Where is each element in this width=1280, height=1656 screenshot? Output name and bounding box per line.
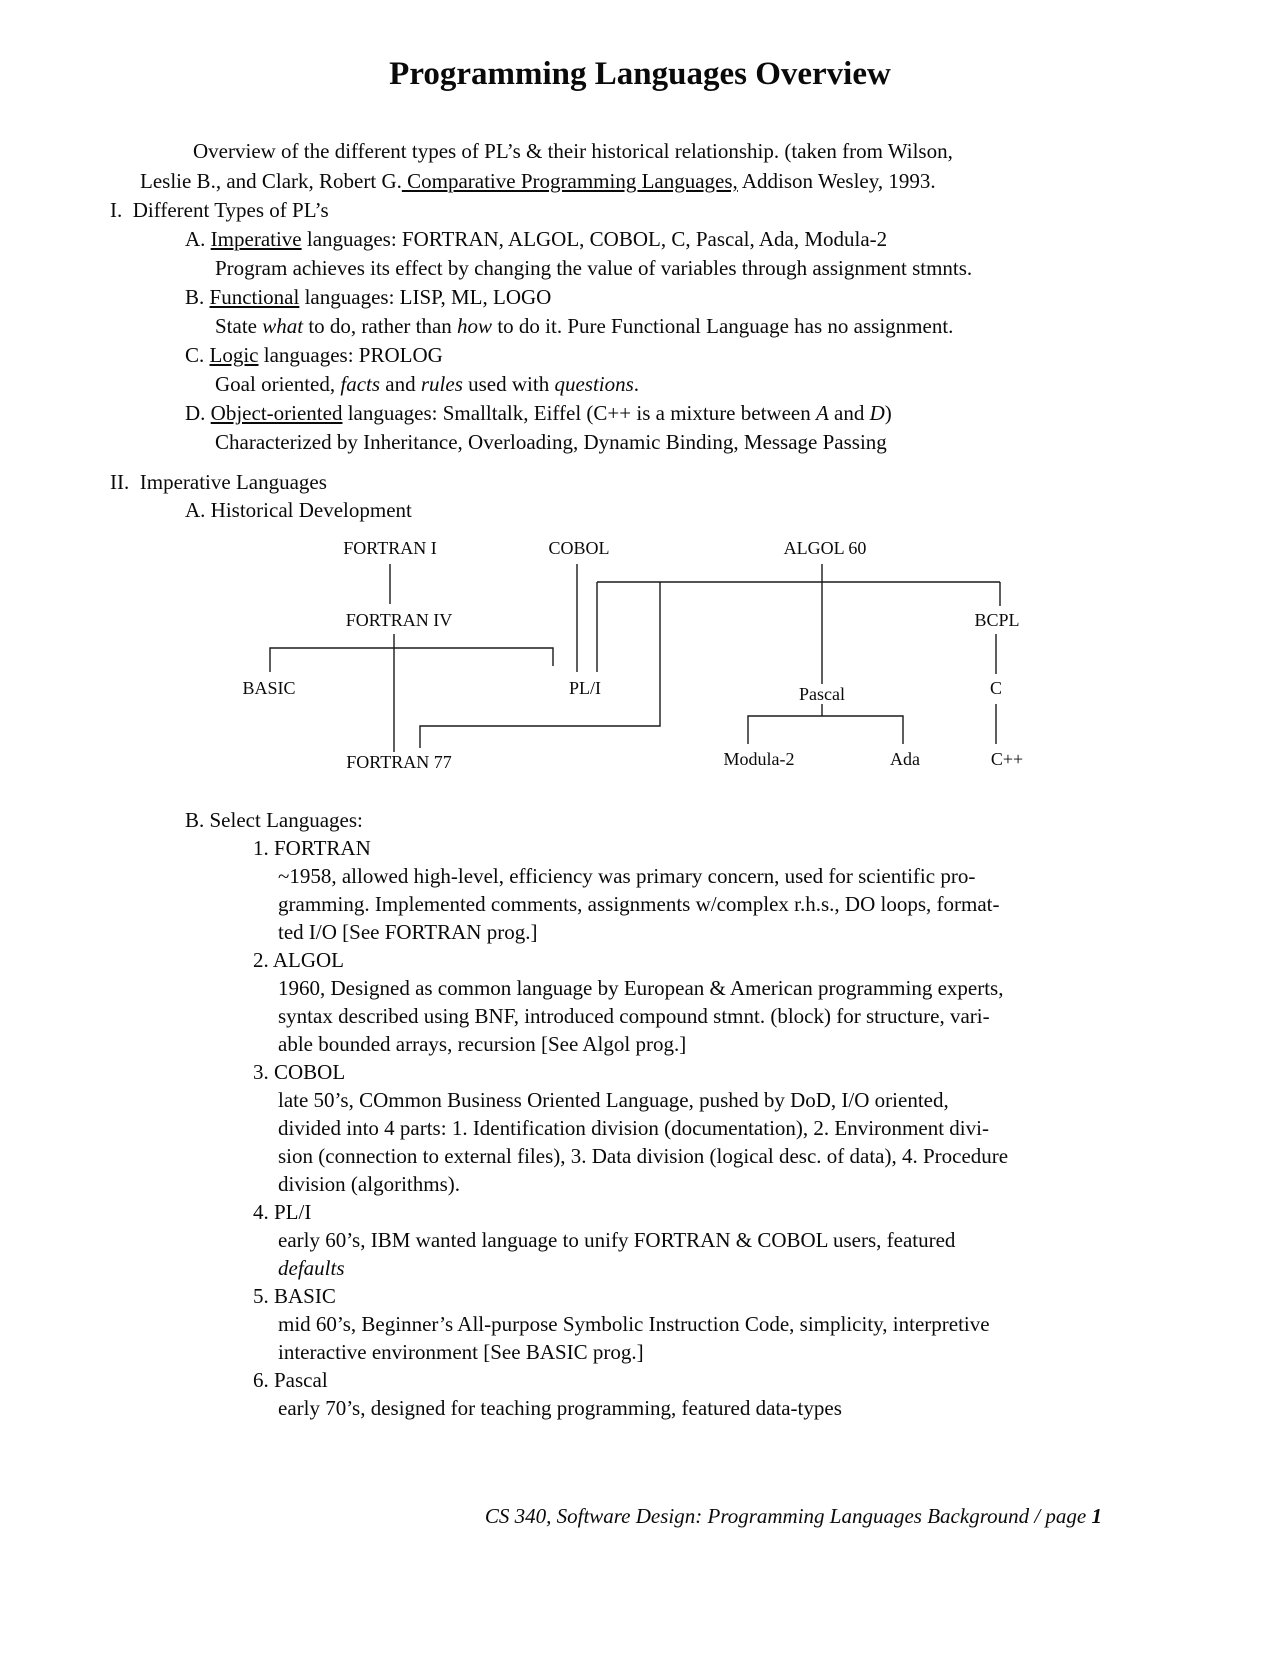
page-title: Programming Languages Overview: [389, 56, 891, 92]
diagram-edge: [419, 582, 661, 748]
language-line: late 50’s, COmmon Business Oriented Lang…: [278, 1088, 949, 1112]
type-item-desc: Program achieves its effect by changing …: [215, 256, 973, 280]
footer-text: CS 340, Software Design: Programming Lan…: [484, 1504, 1102, 1528]
intro-line: Overview of the different types of PL’s …: [193, 139, 953, 163]
subsection-heading: B. Select Languages:: [185, 808, 363, 832]
type-item-head: D. Object-oriented languages: Smalltalk,…: [185, 401, 892, 425]
diagram-node-fortran-i: FORTRAN I: [343, 538, 436, 558]
diagram-node-modula-2: Modula-2: [724, 749, 795, 769]
diagram-node-cobol: COBOL: [548, 538, 609, 558]
language-line: gramming. Implemented comments, assignme…: [278, 892, 1000, 916]
section-heading: II. Imperative Languages: [110, 470, 327, 494]
language-line: early 70’s, designed for teaching progra…: [278, 1396, 842, 1420]
diagram-edge: [269, 647, 554, 672]
language-line: 1960, Designed as common language by Eur…: [278, 976, 1004, 1000]
language-line: mid 60’s, Beginner’s All-purpose Symboli…: [278, 1312, 990, 1336]
diagram-node-pl-i: PL/I: [569, 678, 601, 698]
section-different-types: I. Different Types of PL’s A. Imperative…: [110, 196, 972, 457]
language-name: 3. COBOL: [253, 1060, 346, 1084]
section-heading: I. Different Types of PL’s: [110, 198, 329, 222]
language-line: sion (connection to external files), 3. …: [278, 1144, 1009, 1168]
language-line: interactive environment [See BASIC prog.…: [278, 1340, 644, 1364]
type-item-desc: Characterized by Inheritance, Overloadin…: [215, 430, 887, 454]
language-name: 6. Pascal: [253, 1368, 328, 1392]
language-line: division (algorithms).: [278, 1172, 460, 1196]
language-line: ted I/O [See FORTRAN prog.]: [278, 920, 538, 944]
diagram-node-c-: C++: [991, 749, 1023, 769]
diagram-edge: [747, 715, 904, 744]
diagram-node-fortran-77: FORTRAN 77: [346, 752, 451, 772]
language-line: able bounded arrays, recursion [See Algo…: [278, 1032, 687, 1056]
diagram-node-pascal: Pascal: [799, 684, 845, 704]
intro-line: Leslie B., and Clark, Robert G. Comparat…: [140, 169, 936, 193]
diagram-node-bcpl: BCPL: [974, 610, 1019, 630]
type-item-desc: Goal oriented, facts and rules used with…: [215, 372, 640, 396]
language-name: 1. FORTRAN: [253, 836, 371, 860]
section-select-languages: B. Select Languages: 1. FORTRAN ~1958, a…: [185, 806, 1008, 1422]
type-item-head: B. Functional languages: LISP, ML, LOGO: [185, 285, 552, 309]
history-diagram-svg: FORTRAN I COBOL ALGOL 60 FORTRAN IV BCPL BASI…: [242, 538, 1023, 772]
language-name: 2. ALGOL: [253, 948, 344, 972]
language-line: divided into 4 parts: 1. Identification …: [278, 1116, 989, 1140]
language-line: ~1958, allowed high-level, efficiency wa…: [278, 864, 976, 888]
language-name: 5. BASIC: [253, 1284, 336, 1308]
type-item-desc: State what to do, rather than how to do …: [215, 314, 954, 338]
language-name: 4. PL/I: [253, 1200, 312, 1224]
diagram-node-algol-60: ALGOL 60: [784, 538, 867, 558]
section-imperative-languages: II. Imperative Languages A. Historical D…: [110, 468, 412, 524]
diagram-node-ada: Ada: [890, 749, 920, 769]
diagram-node-fortran-iv: FORTRAN IV: [346, 610, 452, 630]
subsection-heading: A. Historical Development: [185, 498, 412, 522]
language-line: early 60’s, IBM wanted language to unify…: [278, 1228, 956, 1252]
diagram-node-c: C: [990, 678, 1002, 698]
type-item-head: C. Logic languages: PROLOG: [185, 343, 443, 367]
language-line: syntax described using BNF, introduced c…: [278, 1004, 990, 1028]
diagram-node-basic: BASIC: [242, 678, 295, 698]
intro-paragraph: Overview of the different types of PL’s …: [140, 136, 953, 196]
type-item-head: A. Imperative languages: FORTRAN, ALGOL,…: [185, 227, 888, 251]
language-line: defaults: [278, 1256, 345, 1280]
history-diagram: FORTRAN I COBOL ALGOL 60 FORTRAN IV BCPL BASI…: [0, 530, 1280, 790]
